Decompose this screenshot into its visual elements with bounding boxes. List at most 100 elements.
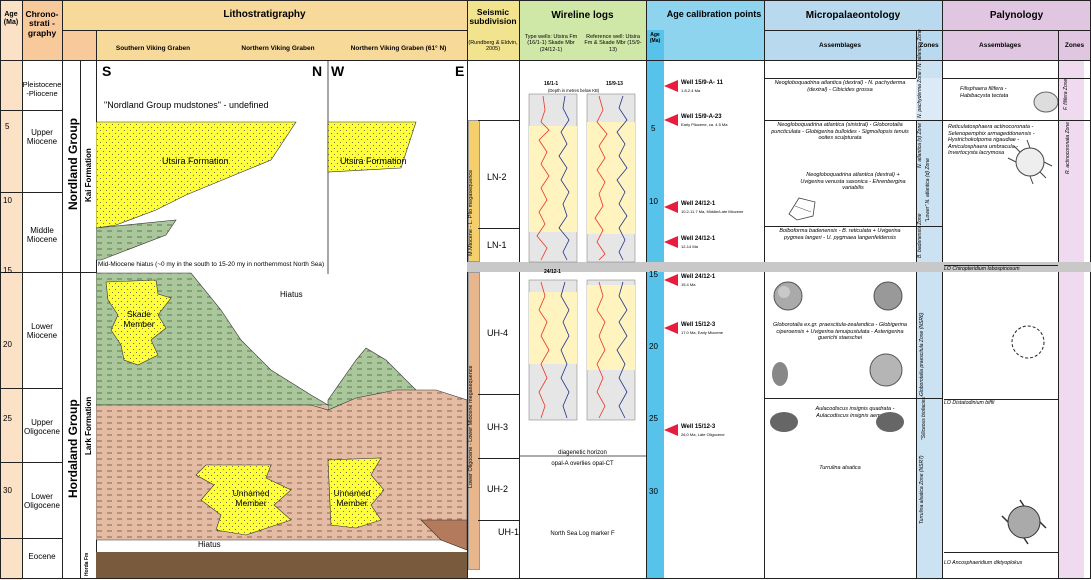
palyno-zone-1: F. filifera Zone: [1063, 78, 1069, 110]
cal-age-15: 15: [649, 270, 658, 279]
calibration-arrow-icon: [664, 424, 678, 436]
palyno-assemblage-2: Reticulatosphaera actinocoronata - Selen…: [948, 124, 1035, 157]
micro-assemblage-6: Aulacodiscus insignis quadrata - Aulacod…: [815, 406, 895, 419]
wireline-logs: [519, 93, 646, 457]
calibration-arrow-icon: [664, 322, 678, 334]
litho-e: E: [455, 63, 465, 79]
seismic-header: Seismic subdivision: [469, 6, 517, 26]
palyno-assemblage-1: Filisphaera filifera - Habibacysta tecta…: [960, 86, 1009, 99]
foraminifera-fossil-icon: [770, 281, 903, 407]
southern-vg-header: Southern Viking Graben: [115, 45, 191, 52]
age-calibration-header: Age calibration points: [666, 9, 762, 20]
micro-assemblage-5: Globorotalia ex.gr. praescitula-zealandi…: [772, 322, 907, 342]
palyno-lo-1: LO Chiropteridium lobospinosum: [944, 266, 1020, 272]
depth-note: (Depth in metres below KB): [548, 88, 600, 93]
unnamed-member-1-label: Unnamed Member: [232, 488, 270, 508]
calibration-arrow-icon: [664, 274, 678, 286]
microfossil-sketch-icon: [788, 197, 816, 221]
epoch-eocene: Eocene: [28, 552, 56, 561]
cal-age-5: 5: [651, 124, 656, 133]
epoch-lower-oligocene: Lower Oligocene: [23, 492, 61, 510]
log-marker-label: North Sea Log marker F: [550, 531, 615, 537]
litho-w: W: [331, 63, 345, 79]
micro-zones-header: Zones: [919, 42, 939, 49]
micro-zone-1: N. pachyderma Zone / N. atlantica Zone: [917, 29, 924, 118]
calibration-arrow-icon: [664, 114, 678, 126]
well-24-12-1-label: 24/12-1: [544, 269, 561, 275]
micropalaeontology-header: Micropalaeontology: [805, 9, 901, 21]
epoch-upper-oligocene: Upper Oligocene: [23, 418, 61, 436]
kai-formation-label: Kai Formation: [84, 148, 93, 202]
palynology-header: Palynology: [989, 9, 1044, 21]
age-header: Age (Ma): [3, 11, 19, 26]
nordland-undefined-label: "Nordland Group mudstones" - undefined: [104, 100, 269, 110]
age-tick-20: 20: [3, 340, 12, 349]
cal-age-20: 20: [649, 342, 658, 351]
horda-fm-label: Horda Fm: [84, 552, 90, 576]
seismic-uh1: UH-1: [498, 527, 520, 537]
age-tick-30: 30: [3, 486, 12, 495]
palyno-lo-2: LO Distatodinium biffii: [944, 400, 995, 406]
northern-vg-header: Northern Viking Graben: [241, 45, 315, 52]
lark-formation-label: Lark Formation: [84, 396, 93, 455]
micro-zone-7: Turrulina alsatica Zone (NSR7): [919, 455, 925, 524]
age-small-header: Age (Ma): [649, 32, 661, 44]
seismic-ref: (Rundberg & Eldvin, 2005): [468, 40, 518, 53]
seismic-ln1: LN-1: [487, 240, 507, 250]
palyno-zone-2: R. actinocoronata Zone: [1065, 122, 1071, 174]
seismic-uh4: UH-4: [487, 328, 509, 338]
diagenetic-horizon-label: diagenetic horizon: [558, 450, 607, 456]
micro-zone-5: Globorotalia praescitula Zone (NSR6): [919, 312, 925, 396]
wireline-header: Wireline logs: [551, 9, 614, 21]
epoch-middle-miocene: Middle Miocene: [26, 226, 58, 244]
opal-label: opal-A overlies opal-CT: [551, 461, 614, 467]
hordaland-group-label: Hordaland Group: [66, 399, 80, 498]
reference-well-header: Reference well: Utsira Fm & Skade Mbr (1…: [584, 34, 642, 53]
micro-zone-4: B. badenensis Zone: [917, 213, 923, 258]
nordland-group-label: Nordland Group: [66, 118, 80, 210]
northern-vg-61-header: Northern Viking Graben (61° N): [350, 45, 447, 52]
micro-assemblage-1: Neogloboquadrina atlantica (dextral) - N…: [774, 80, 906, 93]
age-tick-25: 25: [3, 414, 12, 423]
hiatus-bottom-label: Hiatus: [198, 540, 221, 549]
age-tick-15: 15: [3, 266, 12, 275]
age-tick-10: 10: [3, 196, 12, 205]
seismic-uh2: UH-2: [487, 484, 509, 494]
dinocyst-fossil-icon: [1001, 91, 1058, 545]
calibration-arrow-icon: [664, 236, 678, 248]
epoch-pleistocene-pliocene: Pleistocene -Pliocene: [22, 80, 62, 98]
epoch-upper-miocene: Upper Miocene: [26, 128, 58, 146]
megasequence-lower-label: Lower Oligocene - Lower Miocene megasequ…: [468, 365, 474, 488]
lithostratigraphy-panel: [96, 60, 467, 578]
type-wells-header: Type wells: Utsira Fm (16/1-1) Skade Mbr…: [524, 34, 578, 53]
litho-s: S: [102, 63, 112, 79]
well-16-1-1-label: 16/1-1: [544, 81, 559, 87]
micro-assemblage-2: Neogloboquadrina atlantica (sinistral) -…: [771, 122, 909, 142]
diatom-fossil-icon: [770, 412, 904, 432]
palyno-lo-3: LO Ancosphaeridium diktyoplokus: [944, 560, 1023, 566]
calibration-arrow-icon: [664, 80, 678, 92]
cal-age-30: 30: [649, 487, 658, 496]
calibration-arrow-icon: [664, 201, 678, 213]
micro-assemblage-7: Turrulina alsatica: [819, 465, 861, 471]
well-15-9-13-label: 15/9-13: [606, 81, 623, 87]
palyno-assemblages-header: Assemblages: [979, 42, 1021, 49]
micro-zone-3: "Lower" N. atlantica (d) Zone: [925, 158, 931, 222]
epoch-lower-miocene: Lower Miocene: [26, 322, 58, 340]
micro-assemblage-3: Neogloboquadrina atlantica (dextral) + U…: [800, 172, 906, 192]
micro-zone-2: N. atlantica (s) Zone: [917, 122, 923, 168]
micro-assemblages-header: Assemblages: [819, 42, 861, 49]
palyno-zones-header: Zones: [1064, 42, 1085, 49]
chronostratigraphy-header: Chrono-strati -graphy: [25, 8, 59, 38]
megasequence-upper-label: M.Miocene - L. Plio megasequence: [468, 169, 474, 256]
micro-assemblage-4: Bolboforma badenensis - B. reticulata + …: [779, 228, 901, 241]
hiatus-label: Hiatus: [280, 290, 303, 299]
unnamed-member-2-label: Unnamed Member: [333, 488, 371, 508]
age-tick-5: 5: [5, 122, 10, 131]
mid-miocene-hiatus-label: Mid-Miocene hiatus (~0 my in the south t…: [98, 261, 325, 268]
lithostratigraphy-header: Lithostratigraphy: [223, 8, 306, 20]
utsira-formation-s-label: Utsira Formation: [162, 156, 229, 166]
seismic-uh3: UH-3: [487, 422, 509, 432]
skade-member-label: Skade Member: [123, 309, 155, 329]
cal-age-25: 25: [649, 414, 658, 423]
